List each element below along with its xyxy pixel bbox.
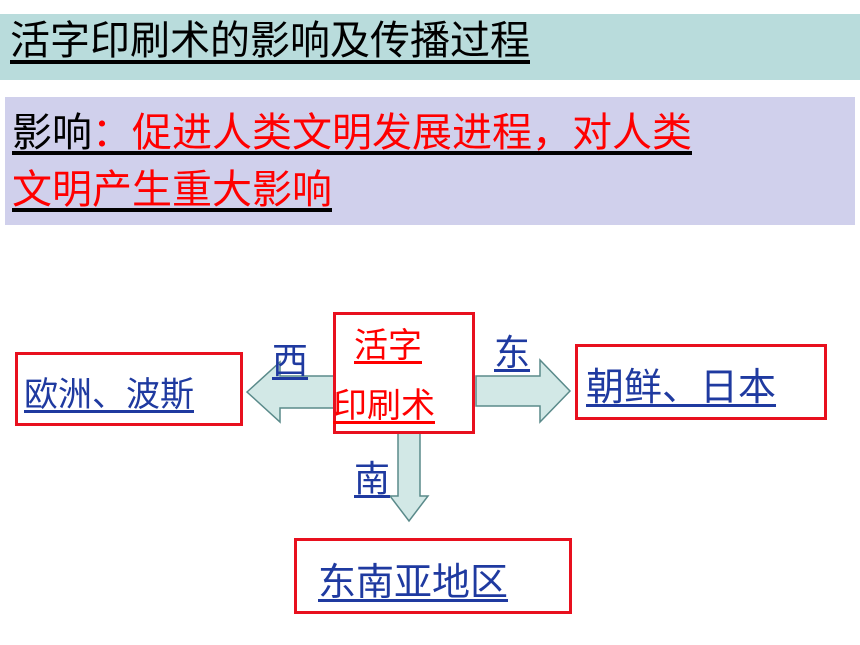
impact-line-2: 文明产生重大影响 bbox=[12, 166, 332, 214]
west-destination[interactable]: 欧洲、波斯 bbox=[24, 375, 194, 415]
title-bar bbox=[0, 14, 860, 80]
impact-line-1: 影响：促进人类文明发展进程，对人类 bbox=[12, 109, 692, 157]
impact-colon: ： bbox=[92, 110, 132, 156]
east-label[interactable]: 东 bbox=[494, 333, 531, 374]
center-label-2: 印刷术 bbox=[333, 386, 435, 426]
impact-box bbox=[5, 97, 855, 225]
impact-text-2: 文明产生重大影响 bbox=[12, 167, 332, 213]
south-label[interactable]: 南 bbox=[354, 459, 391, 500]
impact-text-1: 促进人类文明发展进程，对人类 bbox=[132, 110, 692, 156]
west-label[interactable]: 西 bbox=[272, 341, 309, 382]
south-destination-box bbox=[294, 538, 572, 614]
east-arrow bbox=[475, 358, 572, 424]
east-destination-box bbox=[575, 344, 827, 420]
west-destination-box bbox=[15, 352, 243, 426]
center-box bbox=[333, 312, 475, 434]
center-label-1: 活字 bbox=[354, 326, 422, 366]
impact-label: 影响 bbox=[12, 110, 92, 156]
south-destination[interactable]: 东南亚地区 bbox=[318, 560, 509, 604]
page-title: 活字印刷术的影响及传播过程 bbox=[10, 18, 530, 64]
south-arrow bbox=[388, 431, 430, 523]
east-destination[interactable]: 朝鲜、日本 bbox=[586, 365, 777, 409]
